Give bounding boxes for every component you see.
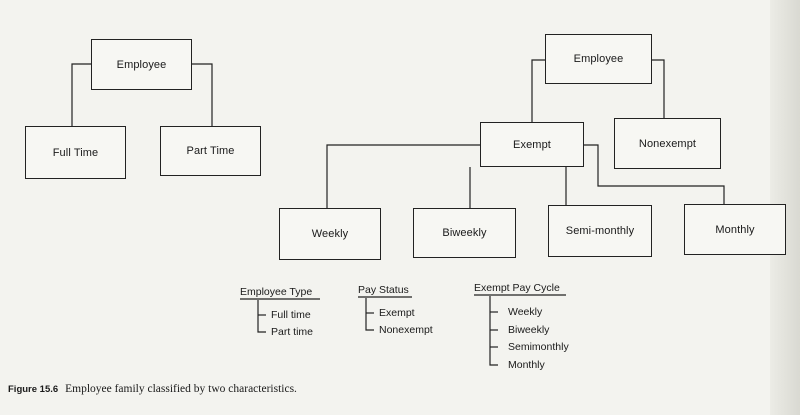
node-exempt: Exempt [480, 122, 584, 167]
legend-pay-cycle-branch [489, 296, 498, 366]
node-biweekly: Biweekly [413, 208, 516, 258]
node-weekly: Weekly [279, 208, 381, 260]
node-label: Full Time [52, 146, 99, 159]
figure-caption: Figure 15.6 Employee family classified b… [8, 383, 297, 395]
figure-caption-text: Employee family classified by two charac… [65, 383, 297, 395]
node-label: Weekly [311, 228, 349, 240]
legend-pay-cycle-item: Monthly [508, 359, 545, 371]
node-full-time: Full Time [25, 126, 126, 179]
node-label: Employee [116, 58, 167, 71]
node-part-time: Part Time [160, 126, 261, 176]
connector-employee-parttime [192, 63, 213, 126]
connector-employee-exempt [531, 59, 545, 122]
legend-pay-status-item: Nonexempt [379, 324, 433, 336]
legend-employee-type-item: Full time [271, 309, 311, 321]
node-nonexempt: Nonexempt [614, 118, 721, 169]
connector-employee-fulltime [71, 63, 91, 126]
node-label: Exempt [513, 138, 551, 151]
node-label: Part Time [186, 145, 235, 157]
legend-pay-status-branch [365, 298, 374, 331]
node-label: Monthly [715, 223, 755, 236]
figure-number: Figure 15.6 [8, 384, 59, 395]
node-semi-monthly: Semi-monthly [548, 205, 652, 257]
node-label: Nonexempt [638, 137, 697, 150]
legend-pay-cycle-title: Exempt Pay Cycle [474, 282, 560, 294]
legend-employee-type-title: Employee Type [240, 286, 313, 298]
legend-pay-cycle-item: Weekly [508, 306, 543, 318]
legend-pay-status-item: Exempt [379, 307, 415, 319]
connector-employee-nonexempt [652, 59, 665, 118]
node-label: Biweekly [442, 227, 487, 239]
legend-pay-cycle-item: Semimonthly [508, 341, 569, 353]
node-employee-right: Employee [545, 34, 652, 84]
node-label: Employee [573, 53, 624, 65]
node-monthly: Monthly [684, 204, 786, 255]
node-label: Semi-monthly [565, 225, 635, 237]
legend-employee-type-item: Part time [271, 326, 314, 338]
legend-employee-type-branch [257, 300, 266, 333]
legend-pay-cycle-item: Biweekly [508, 324, 550, 336]
connector-exempt-weekly [326, 144, 480, 208]
node-employee-left: Employee [91, 39, 192, 90]
legend-pay-status-title: Pay Status [358, 284, 409, 296]
connector-exempt-monthly [584, 144, 725, 204]
